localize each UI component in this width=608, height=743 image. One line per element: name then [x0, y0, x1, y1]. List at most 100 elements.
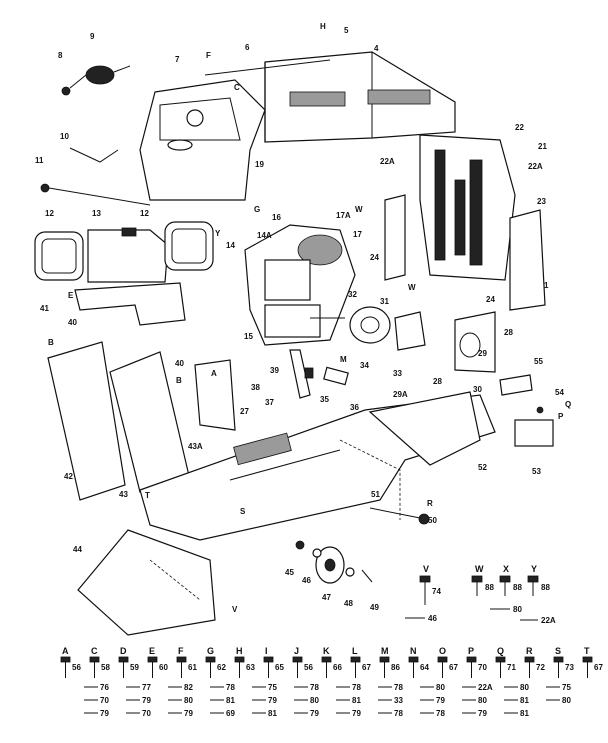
- legend-number: 72: [536, 663, 545, 672]
- callout-label: W: [408, 283, 416, 292]
- callout-label: 21: [538, 142, 547, 151]
- legend-number: 73: [565, 663, 574, 672]
- bolt-head: [205, 656, 216, 663]
- callout-label: 31: [380, 297, 389, 306]
- callout-label: V: [232, 605, 238, 614]
- legend-letter: S: [555, 646, 561, 656]
- legend-subnumber: 70: [100, 696, 109, 705]
- svg-text:W: W: [475, 564, 484, 574]
- callout-label: F: [206, 51, 211, 60]
- legend-letter: A: [62, 646, 69, 656]
- svg-text:80: 80: [513, 605, 522, 614]
- callout-label: M: [340, 355, 347, 364]
- legend-item-L: L67: [350, 646, 371, 678]
- legend-subnumber: 69: [226, 709, 235, 718]
- hardware-legend-row1: V 74 46 W 88 X 88 80 Y 88 22A: [405, 564, 556, 625]
- legend-item-E: E60: [147, 646, 168, 678]
- legend-letter: F: [178, 646, 184, 656]
- legend-subnumber: 81: [520, 709, 529, 718]
- callout-label: 55: [534, 357, 543, 366]
- bolt-head: [118, 656, 129, 663]
- callout-label: 24: [370, 253, 379, 262]
- legend-item-R: R72: [524, 646, 545, 678]
- legend-subnumber: 70: [142, 709, 151, 718]
- bolt-head: [582, 656, 593, 663]
- callout-label: 38: [251, 383, 260, 392]
- bolt-head: [147, 656, 158, 663]
- legend-number: 67: [362, 663, 371, 672]
- legend-item-G: G62: [205, 646, 226, 678]
- legend-subnumber: 79: [310, 709, 319, 718]
- svg-text:46: 46: [428, 614, 437, 623]
- callout-label: 47: [322, 593, 331, 602]
- legend-subnumber: 82: [184, 683, 193, 692]
- callout-label: 8: [58, 51, 63, 60]
- bolt-head: [408, 656, 419, 663]
- legend-subnumber: 75: [562, 683, 571, 692]
- callout-label: 35: [320, 395, 329, 404]
- svg-text:Y: Y: [531, 564, 537, 574]
- bolt-head: [379, 656, 390, 663]
- legend-subnumber: 76: [100, 683, 109, 692]
- callout-label: 10: [60, 132, 69, 141]
- callout-label: B: [48, 338, 54, 347]
- callout-label: T: [145, 491, 150, 500]
- callout-label: 15: [244, 332, 253, 341]
- callout-label: 43A: [188, 442, 203, 451]
- callout-label: 54: [555, 388, 564, 397]
- legend-letter: C: [91, 646, 98, 656]
- legend-number: 59: [130, 663, 139, 672]
- legend-item-K: K66: [321, 646, 342, 678]
- pulley-part: [349, 306, 496, 373]
- callout-label: 4: [374, 44, 379, 53]
- bolt-head: [321, 656, 332, 663]
- callout-label: A: [211, 369, 217, 378]
- legend-item-O: O67: [437, 646, 458, 678]
- callout-label: E: [68, 291, 74, 300]
- legend-letter: P: [468, 646, 474, 656]
- legend-subnumber: 80: [520, 683, 529, 692]
- callout-label: 52: [478, 463, 487, 472]
- bolt-head: [466, 656, 477, 663]
- legend-number: 65: [275, 663, 284, 672]
- callout-label: 40: [68, 318, 77, 327]
- callout-label: 45: [285, 568, 294, 577]
- legend-item-D: D59: [118, 646, 139, 678]
- callout-label: 28: [433, 377, 442, 386]
- legend-item-X: X 88 80: [490, 564, 522, 614]
- legend-item-F: F61: [176, 646, 197, 678]
- wheel-part: [295, 540, 373, 584]
- callout-label: 24: [486, 295, 495, 304]
- legend-subnumber: 75: [268, 683, 277, 692]
- callout-label: 12: [45, 209, 54, 218]
- legend-item-Y: Y 88 22A: [520, 564, 556, 625]
- bolt-head: [524, 656, 535, 663]
- callout-label: 39: [270, 366, 279, 375]
- legend-number: 60: [159, 663, 168, 672]
- legend-item-P: P70: [466, 646, 487, 678]
- callout-label: 17A: [336, 211, 351, 220]
- legend-subnumber: 81: [352, 696, 361, 705]
- grille-part: [384, 134, 546, 311]
- callout-label: 37: [265, 398, 274, 407]
- callout-label: G: [254, 205, 260, 214]
- legend-subnumber: 80: [478, 696, 487, 705]
- legend-number: 71: [507, 663, 516, 672]
- callout-label: 41: [40, 304, 49, 313]
- legend-letter: D: [120, 646, 127, 656]
- legend-subnumber: 78: [352, 683, 361, 692]
- legend-letter: G: [207, 646, 214, 656]
- legend-item-C: C58: [89, 646, 110, 678]
- legend-item-J: J56: [292, 646, 313, 678]
- front-plate-part: [514, 419, 554, 447]
- legend-item-W: W 88: [471, 564, 494, 596]
- callout-label: 29: [478, 349, 487, 358]
- fuel-tank-part: [87, 227, 169, 283]
- legend-subnumber: 79: [436, 696, 445, 705]
- legend-item-M: M86: [379, 646, 400, 678]
- callout-label: 51: [371, 490, 380, 499]
- ignition-switch-part: [61, 65, 131, 96]
- legend-subnumber: 78: [394, 709, 403, 718]
- legend-subnumber: 80: [310, 696, 319, 705]
